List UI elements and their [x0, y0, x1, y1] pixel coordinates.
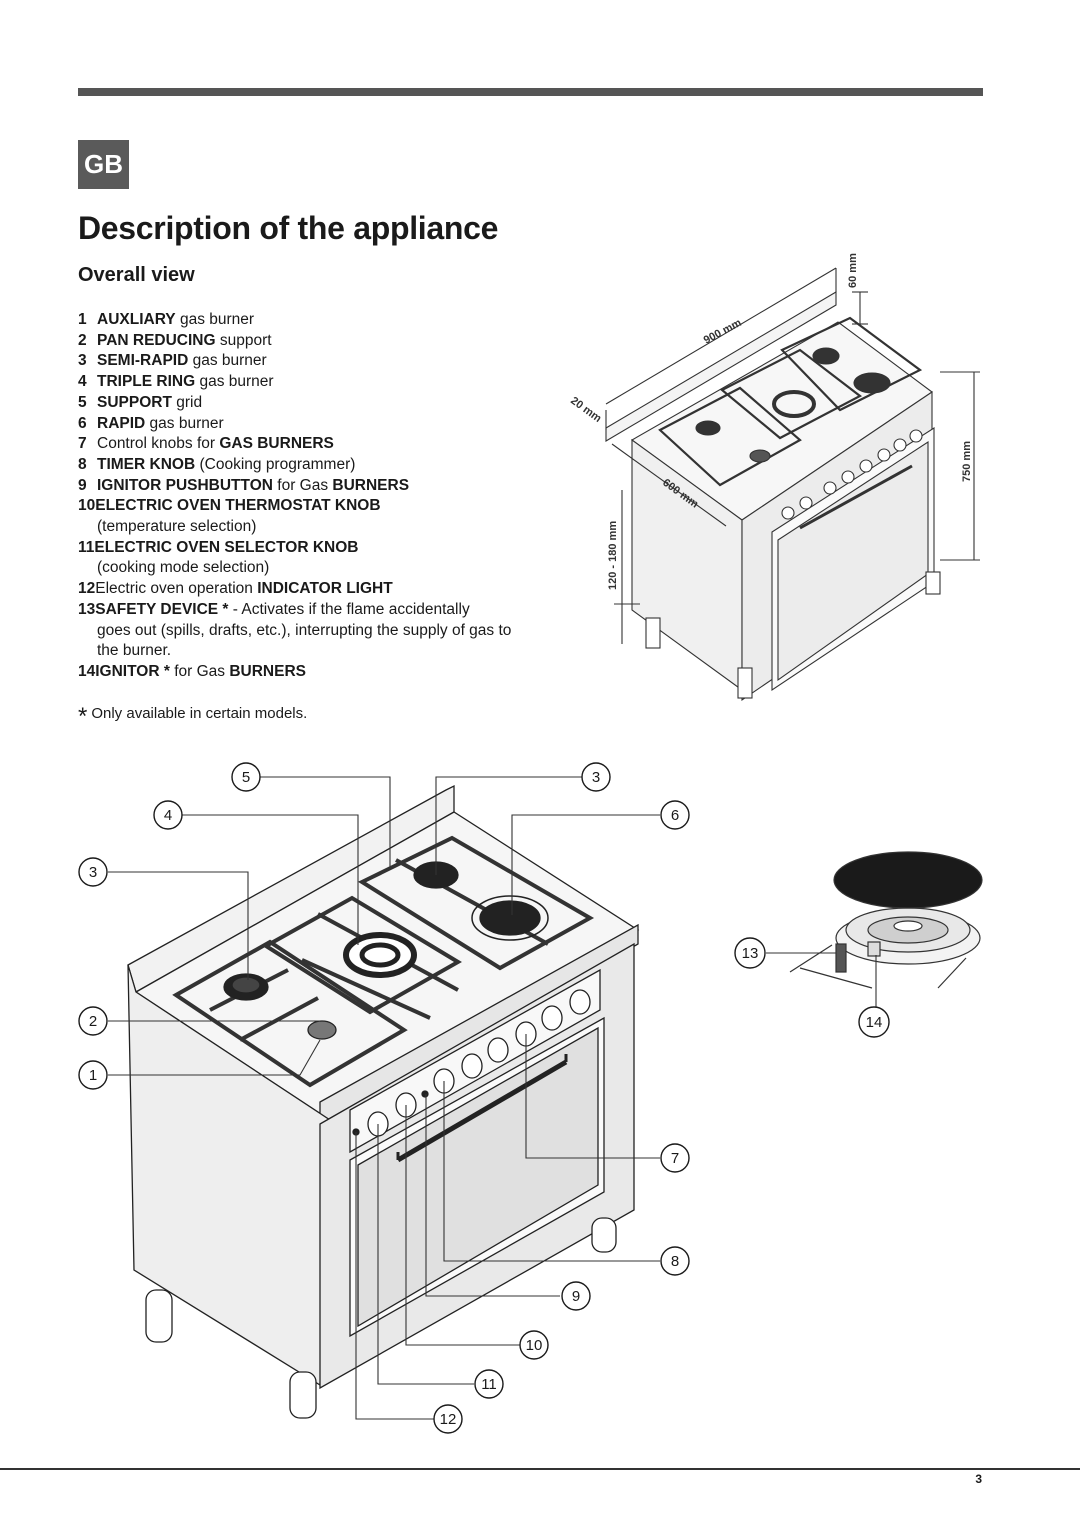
section-subtitle: Overall view [78, 264, 195, 286]
header-rule [78, 88, 983, 96]
svg-text:8: 8 [671, 1253, 679, 1270]
callout-6: 6 [660, 800, 690, 830]
footer-rule [0, 1468, 1080, 1470]
callout-14: 14 [858, 1006, 890, 1038]
footnote: *Only available in certain models. [78, 703, 308, 730]
callout-13: 13 [734, 937, 766, 969]
svg-text:3: 3 [592, 769, 600, 786]
cooker-drawing [127, 784, 640, 1419]
callout-7: 7 [660, 1143, 690, 1173]
svg-text:14: 14 [866, 1014, 883, 1031]
svg-text:11: 11 [481, 1376, 497, 1393]
dimension-drawing [605, 267, 980, 702]
svg-text:3: 3 [89, 864, 97, 881]
callout-2: 2 [78, 1006, 108, 1036]
svg-text:6: 6 [671, 807, 679, 824]
svg-text:10: 10 [526, 1337, 543, 1354]
svg-text:9: 9 [572, 1288, 580, 1305]
callout-8: 8 [660, 1246, 690, 1276]
callout-3: 3 [581, 762, 611, 792]
callout-3: 3 [78, 857, 108, 887]
svg-text:5: 5 [242, 769, 250, 786]
page-title: Description of the appliance [78, 210, 499, 246]
svg-text:13: 13 [742, 945, 759, 962]
dimension-label: 750 mm [961, 441, 973, 482]
burner-detail-drawing [789, 851, 983, 989]
list-item: 14IGNITOR * for Gas BURNERS [78, 662, 306, 680]
list-item: 10ELECTRIC OVEN THERMOSTAT KNOB(temperat… [78, 497, 381, 536]
svg-text:12: 12 [440, 1411, 457, 1428]
list-item: 11ELECTRIC OVEN SELECTOR KNOB(cooking mo… [78, 538, 359, 577]
list-item: 12Electric oven operation INDICATOR LIGH… [78, 580, 393, 598]
leader-lines [108, 776, 877, 1420]
callout-1: 1 [78, 1060, 108, 1090]
callout-12: 12 [433, 1404, 463, 1434]
page-number: 3 [975, 1472, 982, 1486]
dimension-label: 60 mm [847, 253, 859, 288]
list-item: 13SAFETY DEVICE * - Activates if the fla… [78, 600, 512, 660]
callout-5: 5 [231, 762, 261, 792]
callout-11: 11 [474, 1369, 504, 1399]
svg-text:7: 7 [671, 1150, 679, 1167]
svg-text:2: 2 [89, 1013, 97, 1030]
callout-4: 4 [153, 800, 183, 830]
dimension-label: 900 mm [702, 317, 744, 347]
dimension-label: 20 mm [568, 395, 603, 425]
svg-text:1: 1 [89, 1067, 97, 1084]
callout-10: 10 [519, 1330, 549, 1360]
svg-text:4: 4 [164, 807, 172, 824]
callout-9: 9 [561, 1281, 591, 1311]
language-badge: GB [78, 140, 129, 189]
dimension-label: 120 - 180 mm [607, 521, 619, 590]
